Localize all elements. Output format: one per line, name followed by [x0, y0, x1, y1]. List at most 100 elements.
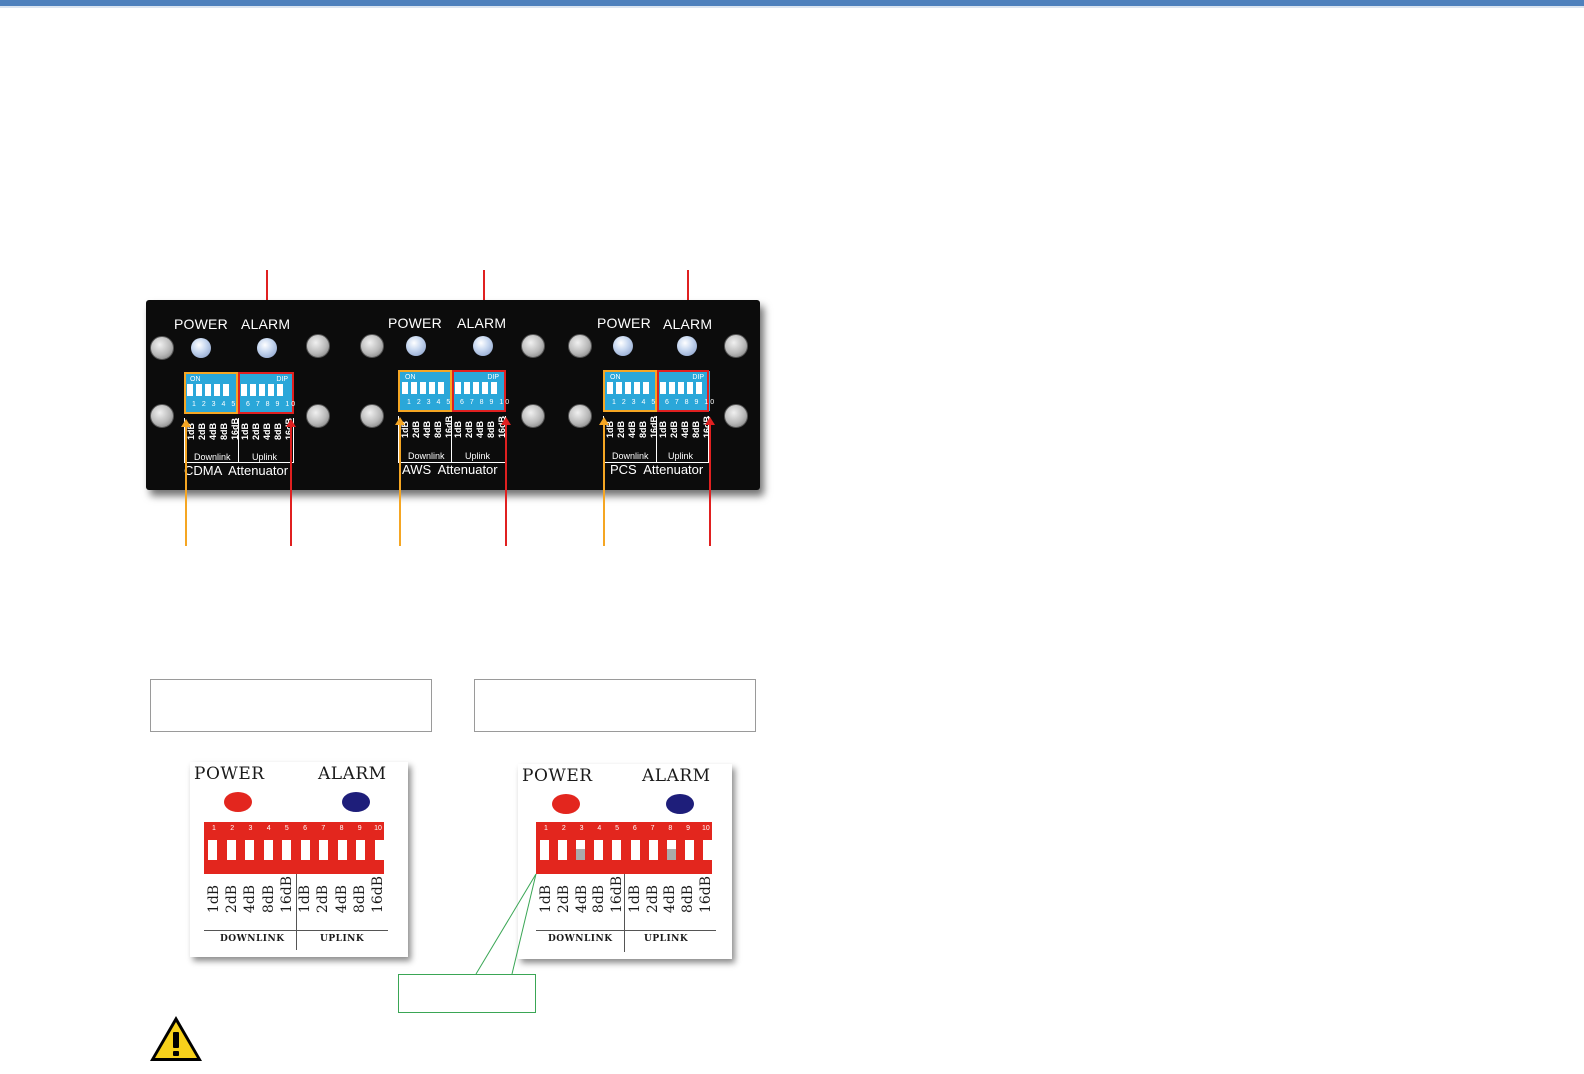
- uplink-dip-highlight: [238, 372, 294, 414]
- switch-number: 5: [615, 825, 620, 832]
- db-step-label: 4dB: [242, 884, 259, 914]
- dip-switch: [666, 840, 676, 860]
- dip-switch: [648, 840, 658, 860]
- db-step-label: 16dB: [278, 876, 295, 914]
- caption-box-left: [150, 679, 432, 732]
- screw-icon: [360, 404, 384, 428]
- dip-switches: [540, 840, 712, 860]
- screw-icon: [724, 404, 748, 428]
- switch-numbers-up: 6 7 8 9 10: [460, 399, 512, 406]
- uplink-label: Uplink: [668, 451, 694, 461]
- uplink-callout-arrowhead-3: [705, 417, 715, 425]
- downlink-dip-highlight: [603, 370, 657, 412]
- switch-numbers-up: 6 7 8 9 10: [246, 401, 298, 408]
- screw-icon: [521, 334, 545, 358]
- switch-numbers-down: 1 2 3 4 5: [612, 399, 658, 406]
- power-led: [224, 792, 252, 812]
- db-step-label: 8dB: [260, 884, 277, 914]
- dip-switches: [607, 382, 649, 394]
- switch-number: 3: [248, 825, 253, 832]
- db-step-label: 1dB: [206, 884, 222, 914]
- downlink-callout-line-3: [603, 424, 605, 546]
- power-label: POWER: [522, 766, 593, 786]
- db-step-label: 1dB: [297, 884, 314, 914]
- downlink-callout-line-1: [185, 426, 187, 546]
- screw-icon: [360, 334, 384, 358]
- uplink-callout-arrowhead-1: [286, 419, 296, 427]
- alarm-led: [257, 338, 277, 358]
- caption-box-right: [474, 679, 756, 732]
- power-led: [406, 336, 426, 356]
- alarm-led: [473, 336, 493, 356]
- screw-icon: [306, 404, 330, 428]
- db-step-label: 2dB: [315, 884, 332, 914]
- alarm-led: [342, 792, 370, 812]
- uplink-callout-line-1: [290, 426, 292, 546]
- screw-icon: [150, 404, 174, 428]
- switch-number: 10: [374, 825, 382, 832]
- dip-switch: [540, 840, 549, 860]
- uplink-label: UPLINK: [320, 934, 365, 944]
- header-rule: [0, 0, 1584, 6]
- repeater-front-panel: POWER ALARM ON DIP 1 2 3 4 5 6 7 8 9 10 …: [146, 300, 760, 490]
- power-label: POWER: [388, 315, 442, 331]
- uplink-callout-line-2: [505, 424, 507, 546]
- power-label: POWER: [194, 764, 265, 784]
- dip-switches: [187, 384, 229, 396]
- header-rule-shadow: [0, 6, 1584, 8]
- dip-switch: [630, 840, 640, 860]
- screw-icon: [150, 336, 174, 360]
- screw-icon: [568, 404, 592, 428]
- db-step-label: 8dB: [680, 884, 697, 914]
- uplink-callout-line-3: [709, 424, 711, 546]
- switch-number: 7: [321, 825, 326, 832]
- dip-switch: [594, 840, 604, 860]
- downlink-callout-arrowhead-1: [181, 419, 191, 427]
- db-step-label: 2dB: [224, 884, 241, 914]
- switch-number: 6: [303, 825, 308, 832]
- uplink-label: Uplink: [252, 452, 278, 462]
- switch-number: 1: [544, 825, 548, 832]
- switch-number: 9: [686, 825, 691, 832]
- db-step-label: 1dB: [626, 884, 643, 914]
- switch-number: 3: [579, 825, 584, 832]
- dip-switches: [208, 840, 384, 860]
- attenuator-title: AWS Attenuator: [402, 462, 498, 477]
- db-step-label: 16dB: [609, 876, 626, 914]
- db-step-label: 16dB: [369, 876, 386, 914]
- db-step-label: 8dB: [591, 884, 608, 914]
- attenuator-scale-box: [184, 418, 294, 463]
- power-led: [191, 338, 211, 358]
- switch-number: 5: [284, 825, 289, 832]
- dip-switches: [455, 382, 497, 394]
- dip-switch: [300, 840, 310, 860]
- screw-icon: [724, 334, 748, 358]
- uplink-callout-arrowhead-2: [501, 417, 511, 425]
- downlink-label: DOWNLINK: [220, 934, 285, 944]
- downlink-dip-highlight: [184, 372, 238, 414]
- db-step-label: 8dB: [351, 884, 368, 914]
- screw-icon: [568, 334, 592, 358]
- downlink-callout-line-2: [399, 424, 401, 546]
- callout-pointer: [475, 873, 537, 975]
- alarm-label: ALARM: [457, 315, 507, 331]
- dip-switch: [282, 840, 292, 860]
- power-label: POWER: [174, 316, 228, 332]
- warning-icon: [150, 1016, 202, 1061]
- power-led: [552, 794, 580, 814]
- dip-switches: [660, 382, 702, 394]
- db-step-label: 4dB: [573, 884, 590, 914]
- alarm-label: ALARM: [318, 764, 387, 784]
- db-step-label: 2dB: [555, 884, 572, 914]
- uplink-label: UPLINK: [644, 934, 689, 944]
- downlink-callout-arrowhead-3: [599, 417, 609, 425]
- switch-number: 10: [701, 825, 710, 832]
- screw-icon: [306, 334, 330, 358]
- attenuator-title: CDMA Attenuator: [184, 463, 289, 478]
- switch-numbers-up: 6 7 8 9 10: [665, 399, 717, 406]
